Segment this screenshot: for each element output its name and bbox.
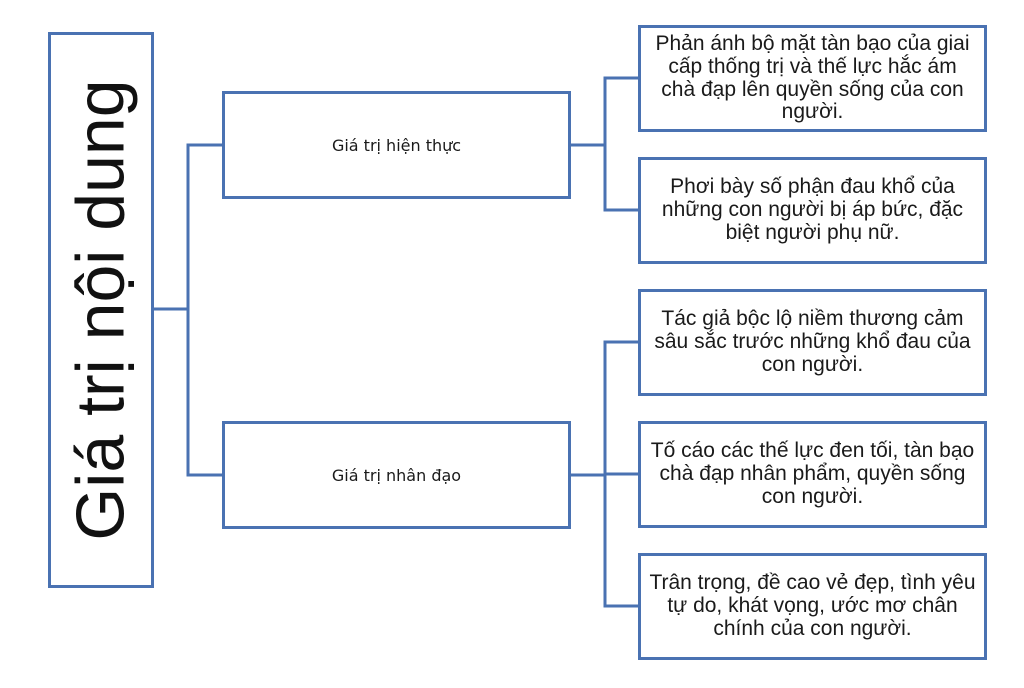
- branch-label: Giá trị hiện thực: [331, 135, 462, 155]
- leaf-node: Phơi bày số phận đau khổ của những con n…: [638, 157, 987, 264]
- leaf-node: Tác giả bộc lộ niềm thương cảm sâu sắc t…: [638, 289, 987, 396]
- root-node: Giá trị nội dung: [48, 32, 154, 588]
- leaf-text: Trân trọng, đề cao vẻ đẹp, tình yêu tự d…: [649, 571, 976, 640]
- branch-label: Giá trị nhân đạo: [331, 465, 462, 485]
- branch-node-humanitarian-value: Giá trị nhân đạo: [222, 421, 571, 529]
- branch-node-realistic-value: Giá trị hiện thực: [222, 91, 571, 199]
- leaf-node: Phản ánh bộ mặt tàn bạo của giai cấp thố…: [638, 25, 987, 132]
- leaf-node: Trân trọng, đề cao vẻ đẹp, tình yêu tự d…: [638, 553, 987, 660]
- leaf-node: Tố cáo các thế lực đen tối, tàn bạo chà …: [638, 421, 987, 528]
- leaf-text: Phản ánh bộ mặt tàn bạo của giai cấp thố…: [655, 32, 970, 124]
- leaf-text: Tác giả bộc lộ niềm thương cảm sâu sắc t…: [654, 307, 971, 376]
- root-label: Giá trị nội dung: [63, 79, 140, 541]
- leaf-text: Tố cáo các thế lực đen tối, tàn bạo chà …: [650, 439, 975, 508]
- leaf-text: Phơi bày số phận đau khổ của những con n…: [661, 175, 964, 244]
